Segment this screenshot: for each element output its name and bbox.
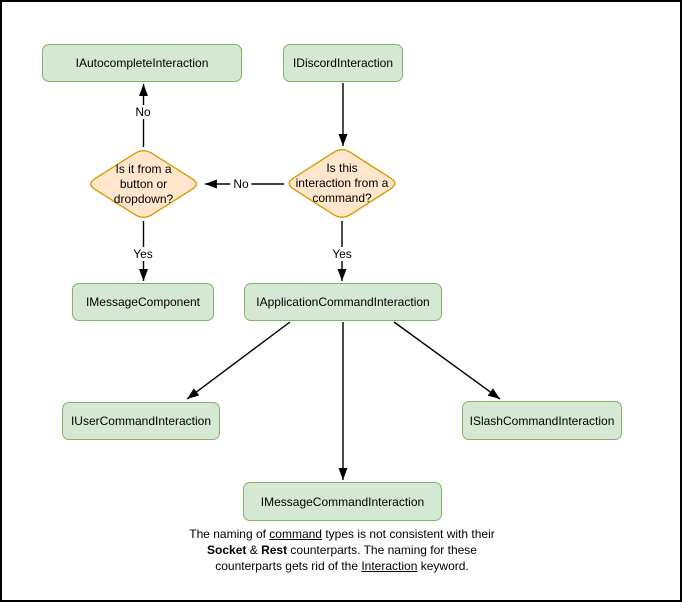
footnote-segment: counterparts. The naming for these (287, 543, 477, 557)
footnote-line-2: Socket & Rest counterparts. The naming f… (112, 542, 572, 558)
edge-label-yes-right: Yes (329, 247, 355, 261)
node-label: IAutocompleteInteraction (75, 56, 209, 70)
decision-from-command-label: Is this interaction from a command? (285, 161, 399, 206)
node-islashcommandinteraction: ISlashCommandInteraction (462, 401, 622, 440)
node-label: IUserCommandInteraction (70, 414, 212, 428)
footnote-segment: & (246, 543, 262, 557)
node-label: IApplicationCommandInteraction (256, 295, 430, 309)
node-label: IDiscordInteraction (292, 56, 394, 70)
decision-line: Is this (326, 161, 358, 175)
node-imessagecomponent: IMessageComponent (72, 283, 214, 321)
decision-button-dropdown-shape (90, 149, 197, 219)
edge-label-no-top: No (132, 105, 154, 119)
footnote-segment-bold: Rest (261, 543, 288, 557)
edge-label-yes-left: Yes (130, 247, 156, 261)
footnote-segment: keyword. (417, 559, 469, 573)
node-iapplicationcommandinteraction: IApplicationCommandInteraction (244, 283, 442, 321)
decision-line: dropdown? (113, 192, 174, 206)
node-label: IMessageComponent (85, 295, 201, 309)
footnote-segment: types is not consistent with their (321, 527, 495, 541)
node-idiscordinteraction: IDiscordInteraction (283, 44, 403, 82)
edge-label-no-mid: No (230, 177, 252, 191)
node-iusercommandinteraction: IUserCommandInteraction (62, 402, 220, 440)
node-imessagecommandinteraction: IMessageCommandInteraction (243, 482, 442, 521)
decision-from-command-shape (288, 149, 396, 218)
footnote-line-1: The naming of command types is not consi… (112, 526, 572, 542)
decision-button-dropdown-label: Is it from a button or dropdown? (86, 162, 201, 207)
edge-applicationcommand-to-usercommand (186, 321, 291, 400)
decision-line: Is it from a (115, 162, 172, 176)
node-iautocompleteinteraction: IAutocompleteInteraction (42, 44, 242, 82)
footnote-segment: The naming of (189, 527, 270, 541)
footnote-line-3: counterparts gets rid of the Interaction… (112, 558, 572, 574)
node-label: ISlashCommandInteraction (469, 413, 615, 428)
footnote-segment-underlined: command (269, 527, 322, 541)
edge-applicationcommand-to-slashcommand (393, 321, 501, 400)
node-label: IMessageCommandInteraction (260, 494, 425, 509)
decision-line: button or (119, 177, 168, 191)
footnote-segment-underlined: Interaction (361, 559, 418, 573)
footnote-segment: counterparts gets rid of the (215, 559, 362, 573)
footnote: The naming of command types is not consi… (112, 526, 572, 574)
footnote-segment-bold: Socket (207, 543, 247, 557)
decision-line: interaction from a (295, 176, 389, 190)
decision-line: command? (312, 191, 372, 205)
